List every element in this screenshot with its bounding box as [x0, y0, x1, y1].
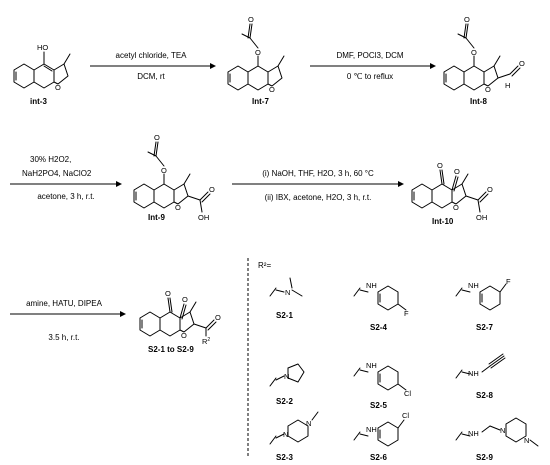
- int-10-quinone-oxygen-1: O: [437, 161, 443, 170]
- s2-5-nh: NH: [366, 361, 377, 370]
- product-amide-oxygen: O: [215, 313, 221, 322]
- step1-reagents: acetyl chloride, TEA: [116, 51, 188, 60]
- s2-9-nitrogen-2: N: [524, 436, 529, 445]
- label-s2-8: S2-8: [476, 391, 493, 400]
- label-s2-5: S2-5: [370, 401, 387, 410]
- s2-3-nitrogen-2: N: [306, 419, 311, 428]
- structure-int-8: O O O O H: [443, 15, 525, 94]
- r-group-s2-9-structure: NH N N: [455, 417, 539, 447]
- s2-7-nh: NH: [468, 281, 479, 290]
- r-group-s2-1-structure: N: [269, 277, 303, 297]
- step5-reagents: amine, HATU, DIPEA: [26, 299, 103, 308]
- label-s2-6: S2-6: [370, 453, 387, 462]
- step3-conditions: acetone, 3 h, r.t.: [37, 192, 94, 201]
- r-group-s2-4-structure: NH F: [353, 281, 409, 318]
- label-s2-2: S2-2: [276, 397, 293, 406]
- int-8-ester-oxygen: O: [471, 48, 477, 57]
- s2-4-fluorine: F: [404, 309, 409, 318]
- step1-conditions: DCM, rt: [137, 72, 165, 81]
- int-10-furan-oxygen: O: [453, 203, 459, 212]
- int-9-acid-oxygen: O: [209, 185, 215, 194]
- r-group-s2-7-structure: NH F: [455, 277, 511, 311]
- r-group-s2-6-structure: NH Cl: [353, 411, 409, 447]
- int-10-acid-hydroxyl: OH: [476, 213, 487, 222]
- label-int-10: Int-10: [432, 217, 454, 226]
- int-8-aldehyde-oxygen: O: [519, 59, 525, 68]
- structure-int-7: O O O: [227, 15, 285, 94]
- int-10-quinone-oxygen-2: O: [454, 167, 460, 176]
- label-s2-1: S2-1: [276, 311, 293, 320]
- int-10-acid-oxygen: O: [487, 185, 493, 194]
- s2-3-nitrogen-1: N: [283, 430, 288, 439]
- r-group-s2-5-structure: NH Cl: [353, 361, 411, 398]
- structure-int-3: HO O: [13, 43, 71, 92]
- label-int-3: int-3: [30, 97, 47, 106]
- step5-conditions: 3.5 h, r.t.: [48, 333, 79, 342]
- s2-7-fluorine: F: [506, 277, 511, 286]
- product-quinone-oxygen-2: O: [182, 295, 188, 304]
- structure-product: O O O O R2: [139, 289, 221, 346]
- int-9-ester-oxygen: O: [161, 166, 167, 175]
- int-7-carbonyl-oxygen: O: [248, 15, 254, 24]
- product-quinone-oxygen-1: O: [165, 289, 171, 298]
- s2-2-nitrogen: N: [284, 372, 289, 381]
- s2-5-chlorine: Cl: [404, 389, 411, 398]
- int-7-ester-oxygen: O: [255, 48, 261, 57]
- label-s2-7: S2-7: [476, 323, 493, 332]
- label-int-7: Int-7: [252, 97, 269, 106]
- step4-line2: (ii) IBX, acetone, H2O, 3 h, r.t.: [265, 193, 372, 202]
- int-8-aldehyde-h: H: [505, 81, 510, 90]
- int-8-carbonyl-oxygen: O: [464, 15, 470, 24]
- label-int-9: Int-9: [148, 213, 165, 222]
- s2-4-nh: NH: [366, 281, 377, 290]
- step3-line2: NaH2PO4, NaClO2: [22, 169, 92, 178]
- s2-9-nh: NH: [468, 429, 479, 438]
- label-s2-9: S2-9: [476, 453, 493, 462]
- r-group-header: R²=: [258, 261, 271, 270]
- s2-6-nh: NH: [366, 425, 377, 434]
- r-group-s2-3-structure: N N: [269, 411, 319, 445]
- s2-9-nitrogen-1: N: [500, 426, 505, 435]
- structure-int-10: O O O O OH: [411, 161, 493, 222]
- int-3-furan-oxygen: O: [55, 83, 61, 92]
- label-int-8: Int-8: [470, 97, 487, 106]
- int-9-furan-oxygen: O: [175, 203, 181, 212]
- label-s2-3: S2-3: [276, 453, 293, 462]
- step3-line1: 30% H2O2,: [30, 155, 71, 164]
- s2-8-nh: NH: [468, 369, 479, 378]
- step4-line1: (i) NaOH, THF, H2O, 3 h, 60 °C: [262, 169, 374, 178]
- step2-reagents: DMF, POCl3, DCM: [336, 51, 403, 60]
- int-8-furan-oxygen: O: [485, 85, 491, 94]
- product-r2-label: R2: [202, 337, 210, 346]
- int-3-hydroxyl-label: HO: [37, 43, 48, 52]
- r-group-s2-2-structure: N: [269, 363, 305, 387]
- product-furan-oxygen: O: [181, 331, 187, 340]
- s2-6-chlorine: Cl: [402, 411, 409, 420]
- int-7-furan-oxygen: O: [269, 85, 275, 94]
- label-product: S2-1 to S2-9: [148, 345, 194, 354]
- s2-1-nitrogen: N: [285, 288, 290, 297]
- structure-int-9: O O O O OH: [133, 133, 215, 222]
- r-group-s2-8-structure: NH: [455, 353, 506, 379]
- int-9-carbonyl-oxygen: O: [154, 133, 160, 142]
- int-9-acid-hydroxyl: OH: [198, 213, 209, 222]
- label-s2-4: S2-4: [370, 323, 387, 332]
- step2-conditions: 0 ℃ to reflux: [347, 72, 393, 81]
